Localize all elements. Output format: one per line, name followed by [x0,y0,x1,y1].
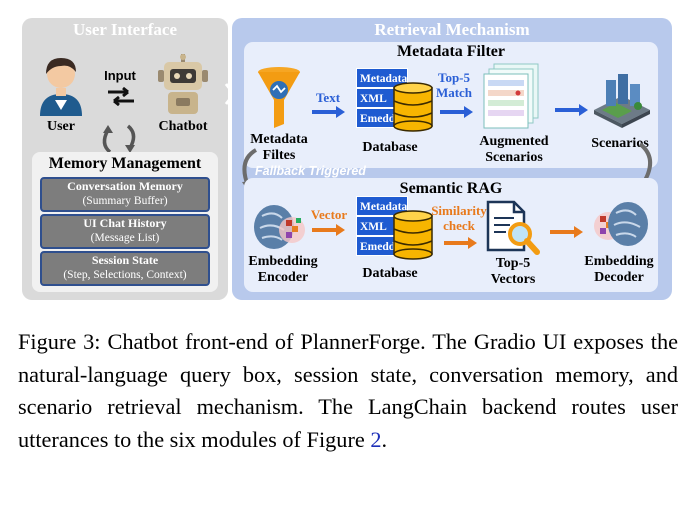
city-scenario-icon [594,74,650,128]
similarity-check-label: Similarity check [424,203,494,233]
decoder-line2: Decoder [594,270,644,285]
exchange-arrows-icon [108,86,134,106]
memory-item-name: UI Chat History [83,216,167,230]
encoder-line2: Encoder [257,270,309,285]
db-tag-metadata: Metadata [356,196,408,216]
similarity-line1: Similarity [431,203,487,218]
scenarios-label: Scenarios [591,136,649,151]
db-tag-metadata: Metadata [356,68,408,88]
embedding-encoder-label: Embedding Encoder [244,254,322,286]
decoder-line1: Embedding [584,254,654,269]
memory-item-name: Session State [91,253,159,267]
figure-reference-link[interactable]: 2 [370,426,382,452]
vectors-line2: Vectors [490,272,536,287]
similarity-line2: check [443,218,475,233]
retrieval-mechanism-title: Retrieval Mechanism [374,20,530,39]
cycle-arrows-icon [102,124,136,154]
database-cylinder-icon [393,82,433,132]
caption-text: Figure 3: Chatbot front-end of PlannerFo… [18,329,678,452]
augmented-line2: Scenarios [485,150,543,165]
top5-vectors-label: Top-5 Vectors [478,256,548,288]
document-search-icon [486,200,540,255]
metadata-filter-title: Metadata Filter [397,43,505,60]
metadata-filter-box [244,42,658,168]
top5-line2: Match [435,85,473,100]
top5-line1: Top-5 [437,70,471,85]
memory-item-detail: (Message List) [90,232,160,244]
memory-item-conversation: Conversation Memory (Summary Buffer) [40,177,210,212]
arrow-right-icon [312,106,345,118]
figure-caption: Figure 3: Chatbot front-end of PlannerFo… [18,326,678,456]
chatbot-label: Chatbot [158,119,208,134]
augmented-scenarios-label: Augmented Scenarios [474,134,554,166]
funnel-icon [258,67,300,128]
fallback-triggered-label: Fallback Triggered [255,164,366,178]
robot-icon [158,54,208,114]
metadata-filter-label: Metadata Filtes [240,132,318,164]
semantic-rag-title: Semantic RAG [399,180,503,197]
embedding-decoder-label: Embedding Decoder [576,254,662,286]
database-label: Database [362,140,418,155]
augmented-line1: Augmented [479,134,549,149]
top5-match-label: Top-5 Match [430,70,478,100]
database-cylinder-icon [393,210,433,260]
input-label: Input [104,68,136,83]
arrow-right-icon [312,224,345,236]
memory-item-chat-history: UI Chat History (Message List) [40,214,210,249]
database-label: Database [362,266,418,281]
user-label: User [47,119,75,134]
arrow-right-icon [550,226,583,238]
memory-item-detail: (Summary Buffer) [82,195,168,207]
brain-decoder-icon [594,202,648,246]
brain-encoder-icon [254,205,305,249]
memory-item-detail: (Step, Selections, Context) [63,269,187,281]
memory-item-name: Conversation Memory [67,179,183,193]
user-icon [40,58,82,116]
semantic-rag-box [244,178,658,292]
text-arrow-label: Text [315,90,341,105]
memory-management-title: Memory Management [48,155,202,172]
memory-item-session-state: Session State (Step, Selections, Context… [40,251,210,286]
augmented-scenarios-icon [483,63,539,129]
vectors-line1: Top-5 [495,256,531,271]
encoder-line1: Embedding [248,254,318,269]
caption-end: . [381,426,388,452]
user-interface-title: User Interface [72,20,177,39]
arrow-right-icon [440,106,473,118]
funnel-label-line1: Metadata [250,132,308,147]
arrow-right-icon [444,237,477,249]
arrow-right-icon [555,104,588,116]
funnel-label-line2: Filtes [262,148,296,163]
vector-arrow-label: Vector [310,207,348,222]
